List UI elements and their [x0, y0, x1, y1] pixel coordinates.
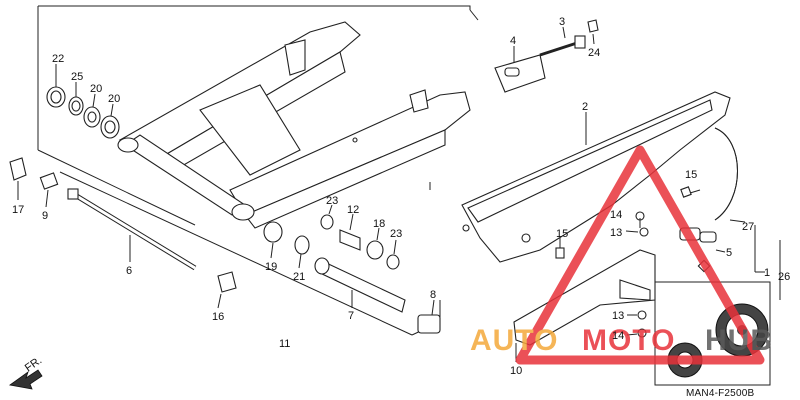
callout: 21 [293, 271, 305, 283]
front-label: FR. [23, 354, 44, 374]
callout: 26 [778, 271, 790, 283]
bushing-set-center [263, 214, 400, 270]
shaft-collar [417, 314, 441, 334]
callout: 5 [726, 247, 732, 259]
callout: 19 [265, 261, 277, 273]
callout: 18 [373, 218, 385, 230]
callout: 23 [326, 195, 338, 207]
callout: 7 [348, 310, 354, 322]
callout: 11 [279, 338, 290, 350]
callout: 14 [610, 209, 622, 221]
pivot-bolt [67, 188, 197, 271]
callout: 20 [108, 93, 120, 105]
diagram-frame [37, 5, 771, 386]
bearing-set-left [46, 86, 120, 139]
callout: 1 [764, 267, 770, 279]
chain-slider [513, 249, 656, 346]
watermark-logo: AUTO MOTO HUB [470, 145, 773, 365]
watermark-part-2: MOTO [582, 324, 675, 357]
front-direction-arrow: FR. [9, 354, 44, 390]
leader-lines [17, 26, 781, 362]
callout: 20 [90, 83, 102, 95]
swingarm [117, 21, 471, 229]
callout: 15 [556, 228, 568, 240]
callout: 16 [212, 311, 224, 323]
callout: 10 [510, 365, 522, 377]
adjuster-nut [587, 19, 599, 33]
callout: 13 [610, 227, 622, 239]
callout: 17 [12, 204, 24, 216]
callout: 13 [612, 310, 624, 322]
drive-chain [714, 127, 738, 221]
callout: 12 [347, 204, 359, 216]
callout: 23 [390, 228, 402, 240]
adjuster-bolt [539, 35, 586, 57]
callout: 8 [430, 289, 436, 301]
callout: 3 [559, 16, 565, 28]
callout: 15 [685, 169, 697, 181]
callout: 9 [42, 210, 48, 222]
watermark-part-3: HUB [705, 324, 773, 357]
pivot-collar [217, 271, 237, 293]
pivot-nut [39, 172, 59, 190]
callout: 24 [588, 47, 600, 59]
watermark-part-1: AUTO [470, 324, 558, 357]
diagram-code: MAN4-F2500B [686, 388, 754, 399]
warning-triangle-icon [515, 145, 765, 365]
callout: 22 [52, 53, 64, 65]
chain-adjuster [494, 54, 546, 93]
pivot-cap [9, 157, 27, 181]
cushion-shaft [314, 257, 406, 313]
case-bolts [555, 186, 692, 338]
callout-labels: 22 25 20 20 17 9 6 16 19 21 23 12 18 23 … [12, 16, 790, 377]
callout: 2 [582, 101, 588, 113]
callout: 4 [510, 35, 516, 47]
callout: 6 [126, 265, 132, 277]
callout: 27 [742, 221, 754, 233]
callout: 25 [71, 71, 83, 83]
callout: 14 [612, 330, 624, 342]
